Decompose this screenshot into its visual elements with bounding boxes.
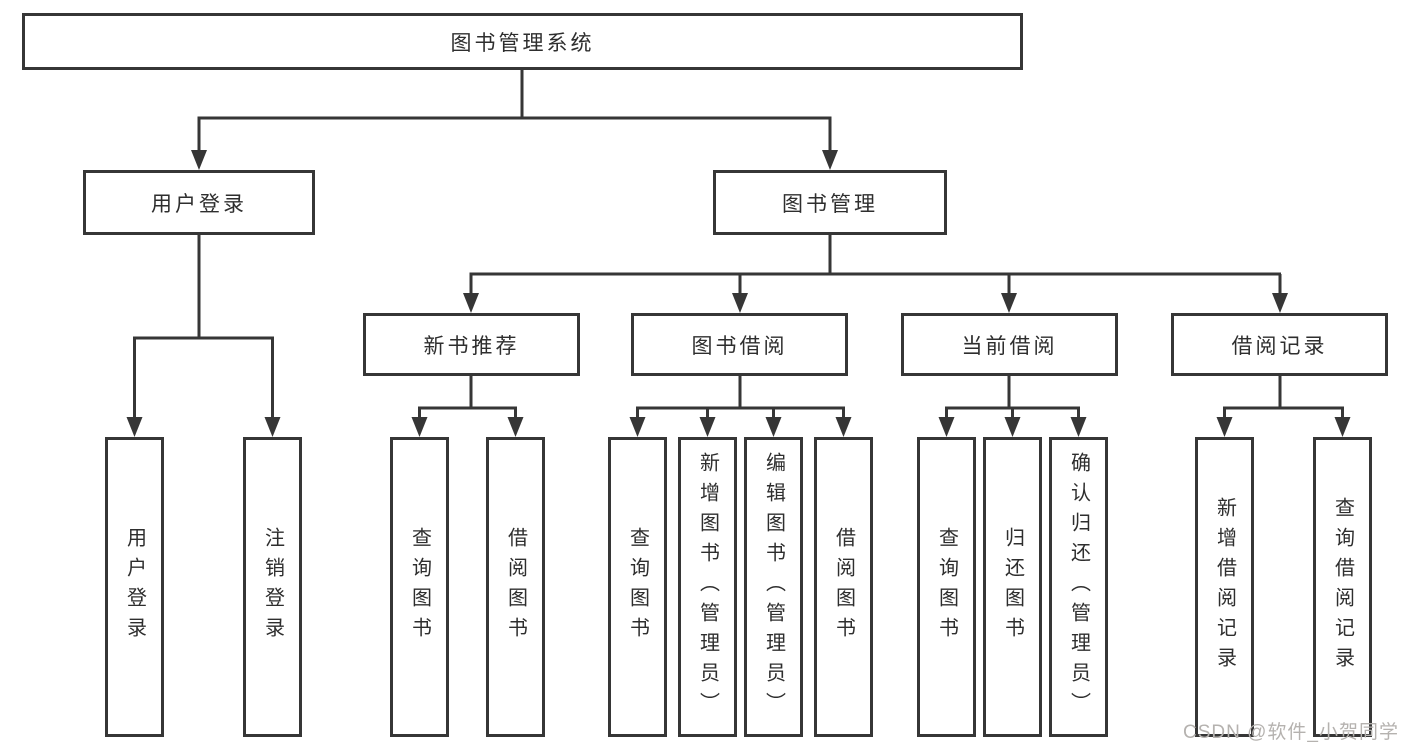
node-book-management: 图书管理 xyxy=(713,170,947,235)
connector-root-to-level2 xyxy=(197,70,832,152)
node-leaf-query-books-recommend: 查询图书 xyxy=(390,437,449,737)
node-leaf-confirm-return-admin: 确认归还（管理员） xyxy=(1049,437,1108,737)
connector-borrowing-records-to-children xyxy=(1223,376,1344,420)
node-borrowing-records: 借阅记录 xyxy=(1171,313,1388,376)
node-leaf-add-borrow-record: 新增借阅记录 xyxy=(1195,437,1254,737)
node-leaf-add-books-admin: 新增图书（管理员） xyxy=(678,437,737,737)
csdn-watermark: CSDN @软件_小贺同学 xyxy=(1183,722,1399,743)
node-new-book-recommendation: 新书推荐 xyxy=(363,313,580,376)
node-leaf-user-login: 用户登录 xyxy=(105,437,164,737)
node-current-borrowing: 当前借阅 xyxy=(901,313,1118,376)
connector-book-management-to-level3 xyxy=(469,235,1282,295)
connector-new-book-recommendation-to-children xyxy=(418,376,517,420)
node-leaf-query-borrow-record: 查询借阅记录 xyxy=(1313,437,1372,737)
connector-book-borrowing-to-children xyxy=(636,376,845,420)
node-leaf-query-books-current: 查询图书 xyxy=(917,437,976,737)
node-leaf-edit-books-admin: 编辑图书（管理员） xyxy=(744,437,803,737)
node-leaf-logout: 注销登录 xyxy=(243,437,302,737)
node-leaf-return-books: 归还图书 xyxy=(983,437,1042,737)
node-library-management-system: 图书管理系统 xyxy=(22,13,1023,70)
node-book-borrowing: 图书借阅 xyxy=(631,313,848,376)
node-leaf-borrow-books: 借阅图书 xyxy=(814,437,873,737)
node-leaf-borrow-books-recommend: 借阅图书 xyxy=(486,437,545,737)
node-leaf-query-books-borrowing: 查询图书 xyxy=(608,437,667,737)
connector-current-borrowing-to-children xyxy=(945,376,1080,420)
connector-user-login-to-children xyxy=(133,235,274,420)
arrowheads-down xyxy=(126,150,1351,437)
node-user-login: 用户登录 xyxy=(83,170,315,235)
